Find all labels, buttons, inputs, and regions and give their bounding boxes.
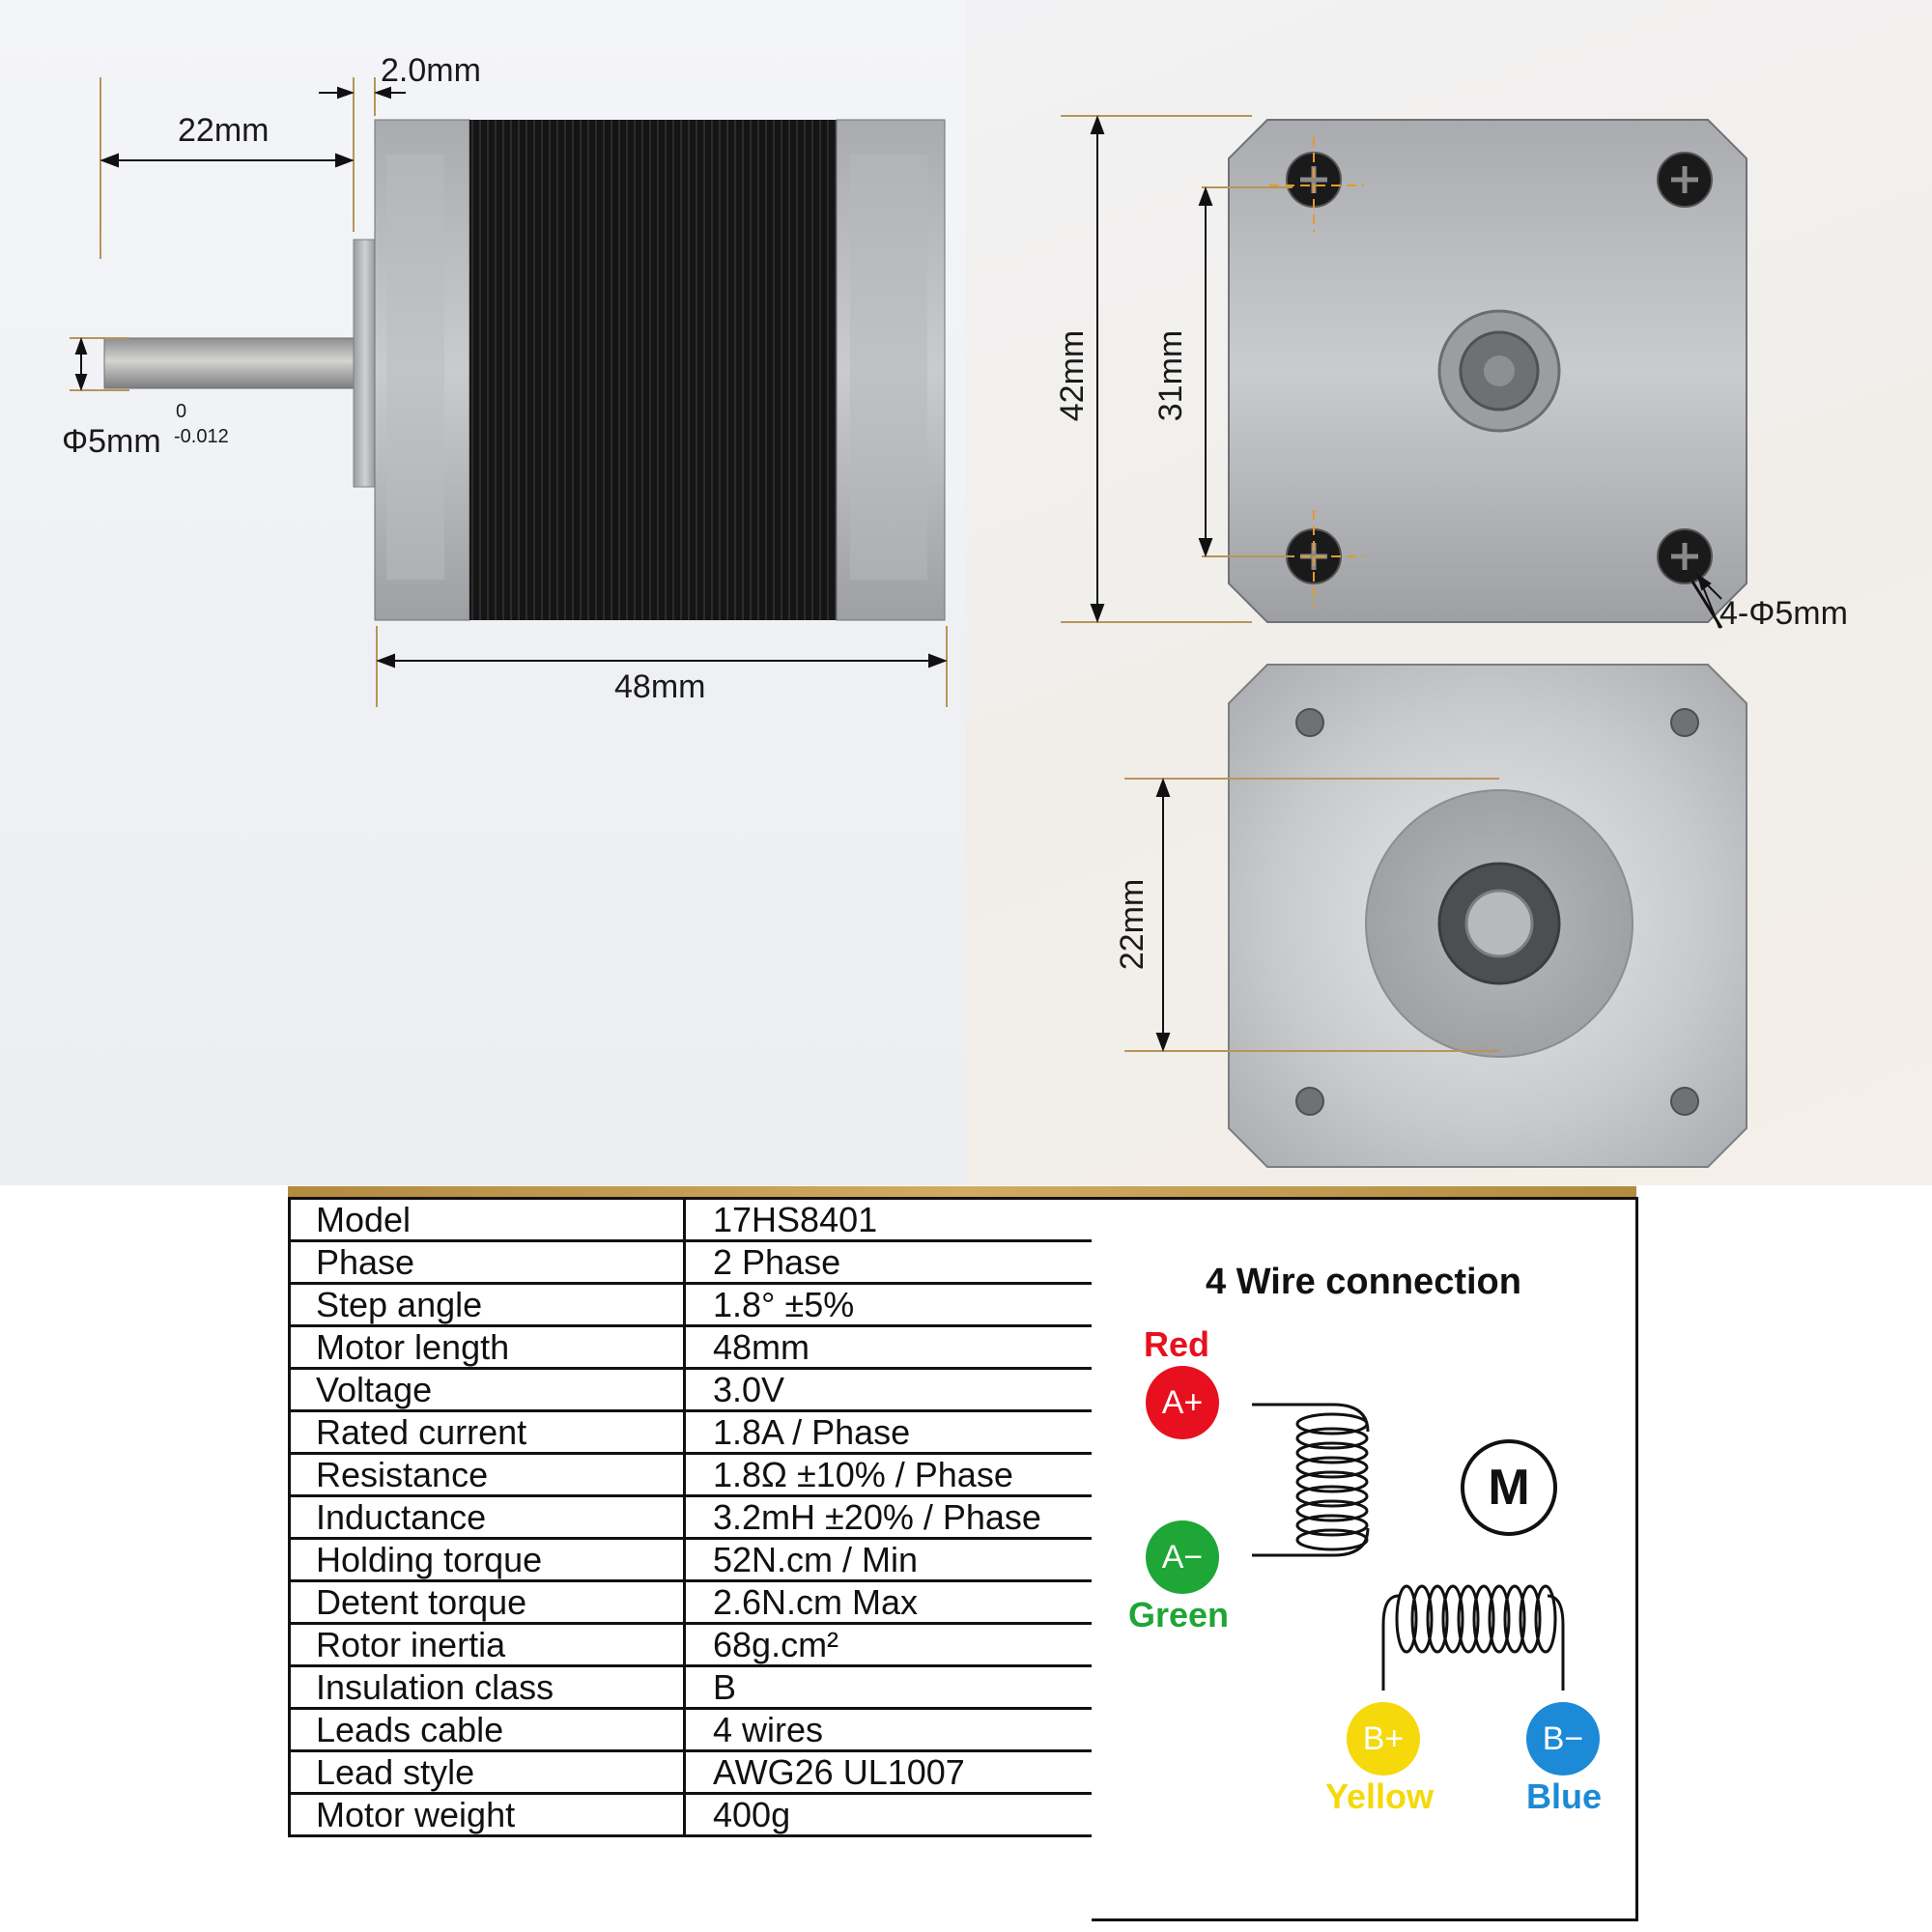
spec-label: Motor length	[288, 1324, 686, 1370]
spec-label: Lead style	[288, 1749, 686, 1795]
front-dimension-arrows	[1155, 778, 1171, 1052]
spec-value: 400g	[683, 1792, 1098, 1837]
motor-symbol: M	[1461, 1439, 1557, 1536]
spec-label: Detent torque	[288, 1579, 686, 1625]
dim-shaft-length: 22mm	[178, 112, 270, 149]
hole-leader	[1690, 581, 1723, 629]
back-dimension-arrows	[1090, 115, 1722, 629]
dim-face-size: 42mm	[1054, 329, 1091, 422]
dim-boss-diameter: 22mm	[1114, 878, 1151, 971]
spec-value: 4 wires	[683, 1707, 1098, 1752]
terminal-b-plus: B+	[1347, 1702, 1420, 1776]
spec-value: 48mm	[683, 1324, 1098, 1370]
front-dimension-lines	[1124, 778, 1499, 1052]
motor-side-view	[103, 119, 946, 621]
spec-value: 1.8° ±5%	[683, 1282, 1098, 1327]
dim-mount-holes: 4-Φ5mm	[1719, 595, 1848, 632]
dim-flange-thickness: 2.0mm	[381, 52, 481, 89]
side-dimension-lines	[70, 77, 948, 707]
dim-shaft-tolerance-lower: -0.012	[174, 426, 229, 447]
spec-label: Insulation class	[288, 1664, 686, 1710]
spec-value: 3.2mH ±20% / Phase	[683, 1494, 1098, 1540]
spec-value: 17HS8401	[683, 1197, 1098, 1242]
wiring-title: 4 Wire connection	[1206, 1262, 1521, 1302]
product-images: 2.0mm 22mm Φ5mm 0 -0.012 48mm 42mm 31mm …	[0, 0, 1932, 1185]
motor-back-view	[1228, 119, 1747, 623]
terminal-b-minus: B−	[1526, 1702, 1600, 1776]
spec-value: B	[683, 1664, 1098, 1710]
spec-label: Resistance	[288, 1452, 686, 1497]
spec-label: Holding torque	[288, 1537, 686, 1582]
motor-front-view	[1228, 664, 1747, 1168]
dim-shaft-tolerance-upper: 0	[176, 401, 187, 422]
spec-label: Voltage	[288, 1367, 686, 1412]
spec-label: Rotor inertia	[288, 1622, 686, 1667]
spec-value: 2.6N.cm Max	[683, 1579, 1098, 1625]
spec-label: Step angle	[288, 1282, 686, 1327]
spec-label: Model	[288, 1197, 686, 1242]
spec-label: Leads cable	[288, 1707, 686, 1752]
wire-label-red: Red	[1144, 1324, 1210, 1364]
dim-motor-length: 48mm	[614, 668, 706, 705]
back-dimension-lines	[1061, 115, 1293, 623]
spec-value: 68g.cm²	[683, 1622, 1098, 1667]
wire-label-green: Green	[1128, 1595, 1230, 1634]
dim-hole-spacing: 31mm	[1152, 329, 1189, 422]
spec-label: Phase	[288, 1239, 686, 1285]
table-top-bar	[288, 1186, 1636, 1197]
spec-value: 1.8A / Phase	[683, 1409, 1098, 1455]
coil-drawing	[1252, 1403, 1565, 1690]
spec-value: 1.8Ω ±10% / Phase	[683, 1452, 1098, 1497]
spec-label: Rated current	[288, 1409, 686, 1455]
terminal-a-plus: A+	[1146, 1366, 1219, 1439]
dim-shaft-diameter: Φ5mm	[62, 423, 161, 460]
terminal-a-minus: A−	[1146, 1520, 1219, 1594]
spec-label: Motor weight	[288, 1792, 686, 1837]
wire-label-blue: Blue	[1526, 1776, 1603, 1816]
motor-drawings	[70, 77, 1747, 1168]
spec-label: Inductance	[288, 1494, 686, 1540]
side-dimension-arrows	[74, 86, 948, 668]
spec-value: AWG26 UL1007	[683, 1749, 1098, 1795]
wire-label-yellow: Yellow	[1325, 1776, 1435, 1816]
wiring-diagram: 4 Wire connection	[1092, 1197, 1638, 1921]
spec-value: 2 Phase	[683, 1239, 1098, 1285]
spec-value: 3.0V	[683, 1367, 1098, 1412]
spec-value: 52N.cm / Min	[683, 1537, 1098, 1582]
